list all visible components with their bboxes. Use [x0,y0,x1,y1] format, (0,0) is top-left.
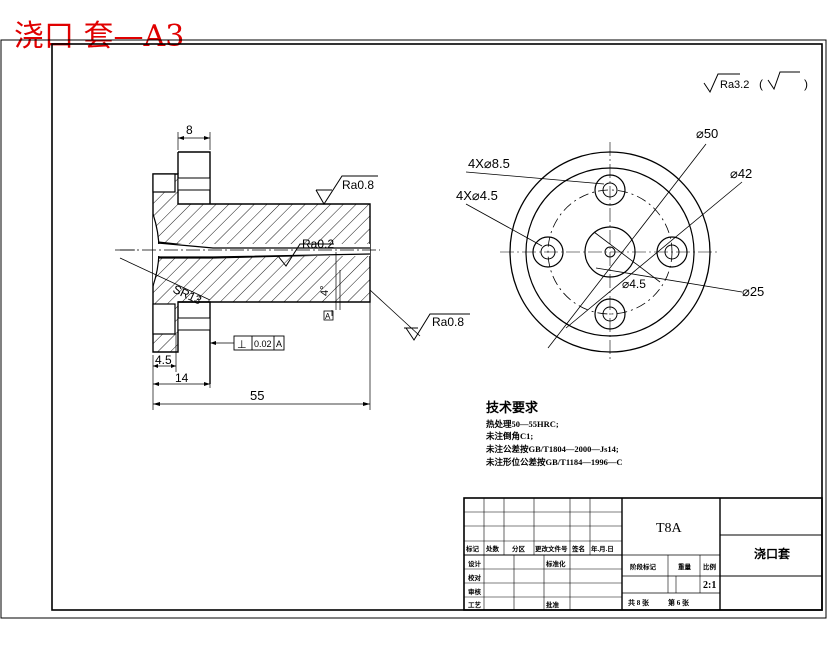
dim-phi-50: ⌀50 [696,126,718,141]
svg-text:标准化: 标准化 [545,559,566,568]
svg-text:处数: 处数 [485,544,500,553]
technical-requirements: 技术要求 热处理50—55HRC; 未注倒角C1; 未注公差按GB/T1804—… [485,400,622,467]
svg-text:(: ( [759,77,763,91]
svg-text:比例: 比例 [703,562,717,571]
svg-text:55: 55 [250,388,264,403]
dim-holes-4-5: 4X⌀4.5 [456,188,498,203]
svg-text:热处理50—55HRC;: 热处理50—55HRC; [486,419,559,429]
svg-text:第 6 张: 第 6 张 [668,598,690,607]
svg-text:未注形位公差按GB/T1184—1996—C: 未注形位公差按GB/T1184—1996—C [485,457,622,467]
svg-text:A: A [325,312,331,321]
svg-text:⊥: ⊥ [237,339,247,351]
svg-text:批准: 批准 [546,600,560,609]
svg-text:标记: 标记 [465,544,480,553]
roughness-ra08-top: Ra0.8 [315,175,378,205]
title-block [463,497,823,611]
roughness-ra02: Ra0.2 [276,237,334,267]
section-view: SR13 [115,151,380,384]
geometric-tolerance-frame: ⊥ 0.02 A [210,335,285,351]
svg-text:8: 8 [186,123,193,137]
part-name: 浇口套 [754,546,791,561]
end-view [465,142,743,362]
dim-8: 8 [177,123,211,150]
svg-text:签名: 签名 [571,544,585,553]
scale-value: 2:1 [703,580,716,591]
svg-text:校对: 校对 [468,573,482,582]
datum-a: A [323,310,334,321]
svg-text:更改文件号: 更改文件号 [535,544,568,553]
svg-text:): ) [804,77,808,91]
svg-text:阶段标记: 阶段标记 [630,562,657,571]
drawing-title: 浇口 套—A3 [14,19,184,54]
dim-phi-4-5: ⌀4.5 [622,277,646,291]
title-block-text: T8A 浇口套 2:1 共 8 张 第 6 张 标记 处数 分区 更改文件号 签… [465,521,791,609]
dim-angle-4: 4° [319,252,341,310]
svg-text:Ra0.2: Ra0.2 [302,237,334,251]
dim-holes-8-5: 4X⌀8.5 [468,156,510,171]
dim-14: 14 [153,371,211,388]
svg-text:4°: 4° [319,285,331,296]
outer-border [0,39,827,619]
roughness-ra08-right: Ra0.8 [369,289,470,341]
dim-phi-42: ⌀42 [730,166,752,181]
svg-text:设计: 设计 [468,559,482,568]
svg-text:14: 14 [175,371,189,385]
svg-text:分区: 分区 [512,544,526,553]
dim-phi-25: ⌀25 [742,284,764,299]
surface-roughness-note: Ra3.2 ( ) [703,71,808,94]
svg-text:Ra3.2: Ra3.2 [720,79,749,91]
inner-border [51,43,823,611]
dim-55: 55 [152,302,371,410]
tech-heading: 技术要求 [486,400,539,415]
svg-text:工艺: 工艺 [468,600,482,609]
svg-text:4.5: 4.5 [155,353,172,367]
svg-text:审核: 审核 [468,587,482,596]
dim-4-5: 4.5 [153,334,177,372]
svg-text:Ra0.8: Ra0.8 [342,178,374,192]
svg-text:A: A [276,339,282,349]
svg-text:共 8 张: 共 8 张 [628,598,650,607]
svg-text:年.月.日: 年.月.日 [591,544,614,553]
svg-text:Ra0.8: Ra0.8 [432,315,464,329]
svg-text:未注公差按GB/T1804—2000—Js14;: 未注公差按GB/T1804—2000—Js14; [485,444,619,454]
svg-text:未注倒角C1;: 未注倒角C1; [485,431,533,441]
svg-text:0.02: 0.02 [254,339,272,349]
svg-text:重量: 重量 [678,562,692,571]
material: T8A [656,521,683,536]
